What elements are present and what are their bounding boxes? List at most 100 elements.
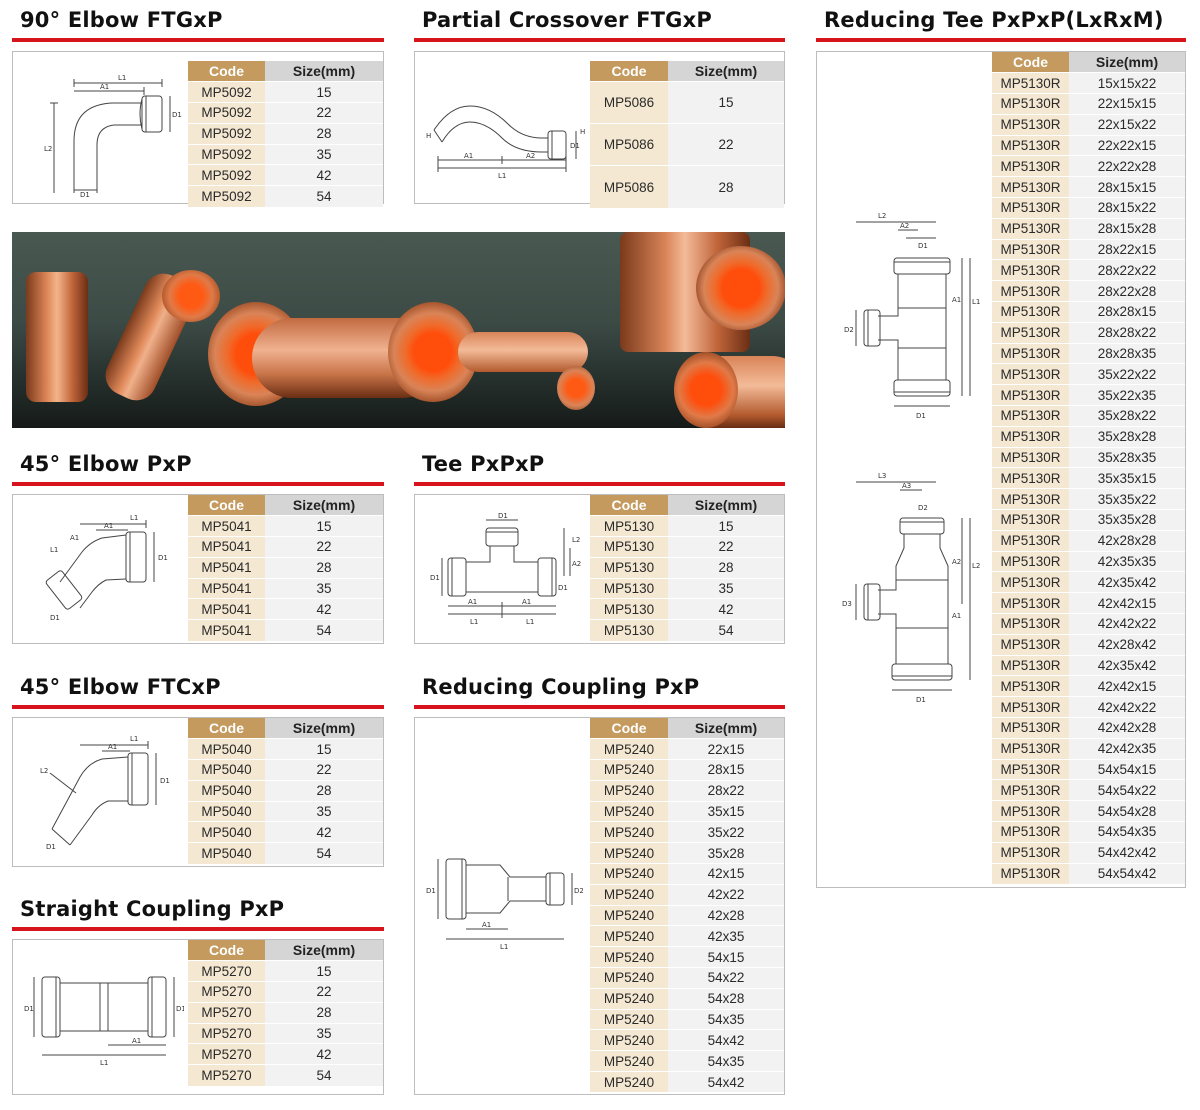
size-cell: 54x22 xyxy=(668,967,784,989)
size-cell: 28x22x15 xyxy=(1069,239,1185,260)
code-cell: MP5240 xyxy=(590,1009,668,1030)
size-cell: 54 xyxy=(265,1064,383,1086)
code-cell: MP5130R xyxy=(992,675,1069,697)
dim-label-l1: L1 xyxy=(118,74,126,82)
code-cell: MP5240 xyxy=(590,842,668,864)
size-cell: 42 xyxy=(265,821,383,843)
dim-label-a1: A1 xyxy=(468,598,477,606)
code-cell: MP5130R xyxy=(992,197,1069,219)
size-cell: 54 xyxy=(265,842,383,864)
dim-label-a1: A1 xyxy=(952,612,961,620)
section-title: Partial Crossover FTGxP xyxy=(422,8,712,32)
size-cell: 35x28x22 xyxy=(1069,405,1185,427)
size-cell: 22 xyxy=(668,536,784,558)
size-cell: 54 xyxy=(265,619,383,641)
code-cell: MP5130R xyxy=(992,72,1069,94)
code-cell: MP5040 xyxy=(188,780,265,802)
dim-label-a3: A3 xyxy=(902,482,911,490)
code-cell: MP5240 xyxy=(590,1071,668,1093)
size-cell: 28 xyxy=(265,123,383,145)
section-elbow45-pxp: 45° Elbow PxP L1 A1 L1 A1 D1 D1 xyxy=(12,452,384,644)
section-elbow45-ftc: 45° Elbow FTCxP L1 A1 L2 D1 D1 xyxy=(12,675,384,867)
size-cell: 42x35x35 xyxy=(1069,551,1185,572)
size-cell: 54x54x22 xyxy=(1069,779,1185,801)
code-cell: MP5130R xyxy=(992,779,1069,801)
size-cell: 35x28x28 xyxy=(1069,426,1185,448)
dim-label-d1-bottom: D1 xyxy=(46,843,56,851)
code-cell: MP5130R xyxy=(992,259,1069,281)
size-cell: 28x15 xyxy=(668,759,784,781)
code-cell: MP5130R xyxy=(992,218,1069,240)
size-cell: 22x15x22 xyxy=(1069,114,1185,136)
size-cell: 22x15x15 xyxy=(1069,93,1185,115)
code-cell: MP5130R xyxy=(992,592,1069,614)
dim-label-h: H xyxy=(426,132,431,140)
size-cell: 35x15 xyxy=(668,801,784,822)
size-cell: 42x42x22 xyxy=(1069,696,1185,718)
size-cell: 54x28 xyxy=(668,988,784,1010)
size-cell: 54x35 xyxy=(668,1050,784,1072)
code-cell: MP5130R xyxy=(992,114,1069,136)
code-cell: MP5040 xyxy=(188,801,265,822)
code-cell: MP5130R xyxy=(992,447,1069,468)
dim-label-l1-left: L1 xyxy=(50,546,58,554)
coupling-photo xyxy=(26,272,88,402)
code-cell: MP5270 xyxy=(188,981,265,1003)
size-cell: 42x35 xyxy=(668,925,784,947)
size-cell: 35x22 xyxy=(668,821,784,843)
size-cell: 42 xyxy=(265,1043,383,1065)
code-cell: MP5130R xyxy=(992,384,1069,406)
code-cell: MP5130R xyxy=(992,634,1069,656)
title-underline xyxy=(414,38,785,42)
dim-label-d1-top: D1 xyxy=(498,512,508,520)
code-cell: MP5130R xyxy=(992,842,1069,864)
size-cell: 28x15x15 xyxy=(1069,176,1185,198)
code-cell: MP5130R xyxy=(992,821,1069,843)
size-cell: 35x22x35 xyxy=(1069,384,1185,406)
section-straight-coupling: Straight Coupling PxP D1 D1 A1 xyxy=(12,897,384,1097)
size-cell: 22x15 xyxy=(668,738,784,760)
size-cell: 35x35x22 xyxy=(1069,488,1185,510)
size-cell: 42x42x15 xyxy=(1069,675,1185,697)
size-cell: 35 xyxy=(668,578,784,599)
reducing-tee-diagram-top: L2 A2 D1 D2 A1 L1 D1 xyxy=(826,208,986,428)
size-cell: 22 xyxy=(265,981,383,1003)
size-cell: 28x15x22 xyxy=(1069,197,1185,219)
size-cell: 54x54x35 xyxy=(1069,821,1185,843)
code-cell: MP5130 xyxy=(590,598,668,620)
dim-label-a1: A1 xyxy=(132,1037,141,1045)
size-cell: 42x42x15 xyxy=(1069,592,1185,614)
size-cell: 28 xyxy=(265,1002,383,1024)
size-cell: 15 xyxy=(265,81,383,103)
code-cell: MP5130R xyxy=(992,405,1069,427)
dim-label-d1-top: D1 xyxy=(918,242,928,250)
code-cell: MP5130 xyxy=(590,536,668,558)
dim-label-l3: L3 xyxy=(878,472,886,480)
dim-label-l2: L2 xyxy=(878,212,886,220)
dim-label-d1-bottom: D1 xyxy=(916,412,926,420)
elbow45-pxp-diagram: L1 A1 L1 A1 D1 D1 xyxy=(40,510,180,634)
code-cell: MP5130R xyxy=(992,176,1069,198)
dim-label-l1-right: L1 xyxy=(526,618,534,626)
